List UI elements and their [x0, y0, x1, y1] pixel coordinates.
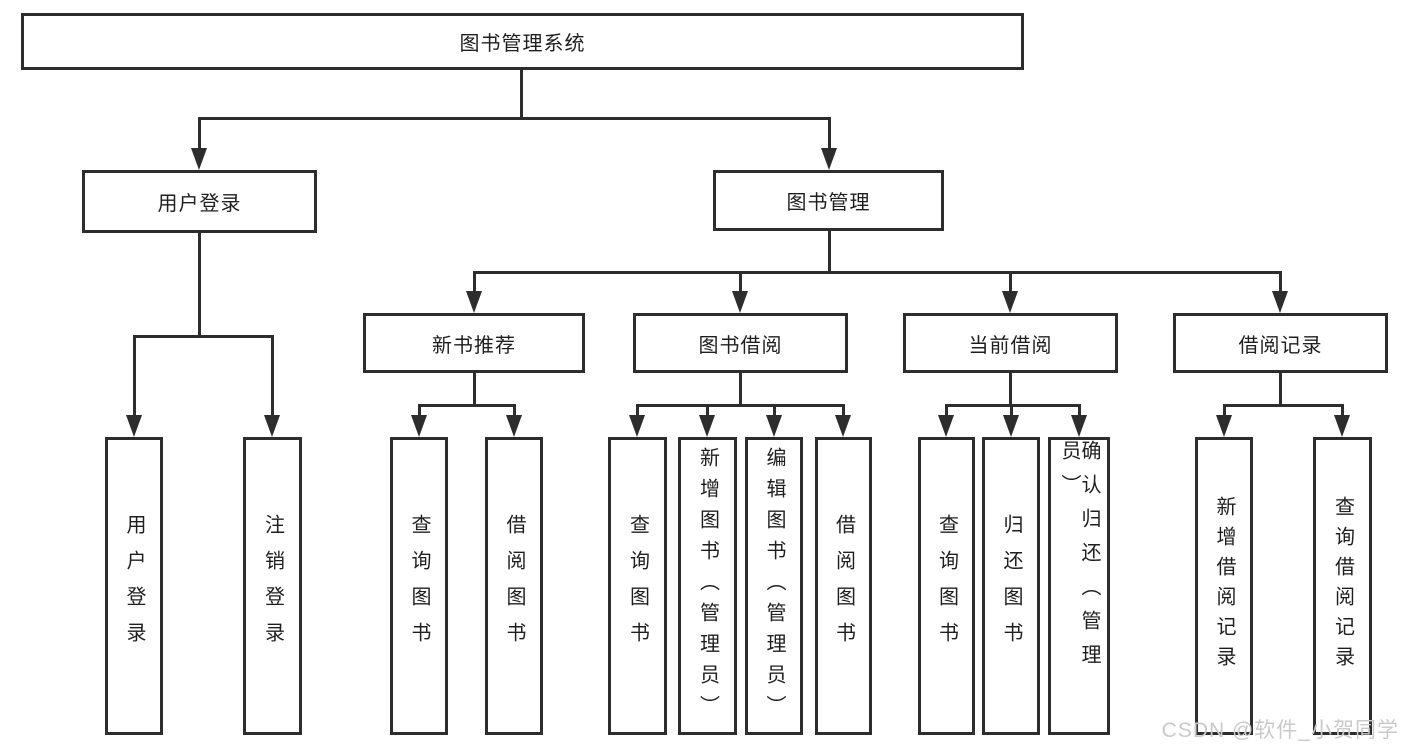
arrow-down-icon: [411, 415, 427, 437]
leaf-edit-books-admin: 编辑图书（管理员）: [745, 437, 803, 735]
leaf-borrow-books: 借阅图书: [815, 437, 872, 735]
connector-book-borrow-rail: [636, 404, 845, 407]
node-label: 用户登录: [157, 193, 242, 215]
connector-drop: [828, 117, 831, 151]
arrow-down-icon: [821, 148, 837, 170]
connector-drop: [945, 404, 948, 418]
connector-root-trunk: [520, 69, 523, 119]
node-book-management: 图书管理: [713, 170, 944, 231]
leaf-label: 查询图书: [935, 514, 958, 658]
connector-drop: [1078, 404, 1081, 418]
connector-drop: [418, 404, 421, 418]
connector-drop: [513, 404, 516, 418]
leaf-user-login: 用户登录: [105, 437, 163, 735]
connector-new-book-rail: [418, 404, 516, 407]
connector-drop: [271, 335, 274, 417]
leaf-label: 归还图书: [1000, 514, 1022, 658]
connector-drop: [1279, 271, 1282, 294]
connector-new-book-trunk: [473, 373, 476, 406]
connector-drop: [636, 404, 639, 418]
connector-borrow-record-trunk: [1279, 373, 1282, 406]
connector-borrow-record-rail: [1223, 404, 1344, 407]
node-book-borrowing: 图书借阅: [633, 313, 848, 373]
connector-level3-rail: [473, 271, 1282, 274]
arrow-down-icon: [835, 415, 851, 437]
leaf-label: 借阅图书: [503, 514, 525, 658]
arrow-down-icon: [191, 148, 207, 170]
node-label: 新书推荐: [432, 334, 516, 357]
leaf-label: 新增图书（管理员）: [696, 446, 719, 726]
leaf-return-books: 归还图书: [982, 437, 1040, 735]
connector-drop: [1341, 404, 1344, 418]
node-label: 当前借阅: [968, 334, 1053, 357]
connector-book-borrow-trunk: [739, 373, 742, 406]
leaf-query-books-recommend: 查询图书: [390, 437, 448, 735]
leaf-label: 用户登录: [123, 514, 145, 658]
leaf-label: 注销登录: [261, 514, 284, 658]
arrow-down-icon: [732, 291, 748, 313]
node-label: 图书管理: [786, 192, 871, 214]
leaf-confirm-return-admin: 确认归还（管理员）: [1048, 437, 1110, 735]
node-library-management-system: 图书管理系统: [21, 13, 1024, 70]
connector-drop: [198, 117, 201, 151]
connector-level2-rail: [198, 117, 831, 120]
connector-drop: [1010, 404, 1013, 418]
leaf-label: 查询图书: [626, 514, 649, 658]
leaf-add-books-admin: 新增图书（管理员）: [678, 437, 737, 735]
arrow-down-icon: [1272, 291, 1288, 313]
leaf-logout: 注销登录: [243, 437, 302, 735]
connector-drop: [706, 404, 709, 418]
arrow-down-icon: [264, 415, 280, 437]
connector-user-login-trunk: [198, 233, 201, 337]
connector-user-login-rail: [133, 335, 274, 338]
arrow-down-icon: [629, 415, 645, 437]
leaf-add-borrow-record: 新增借阅记录: [1195, 437, 1253, 735]
arrow-down-icon: [126, 415, 142, 437]
connector-drop: [739, 271, 742, 294]
node-borrowing-records: 借阅记录: [1173, 313, 1388, 373]
leaf-label: 借阅图书: [832, 514, 855, 658]
node-label: 借阅记录: [1238, 334, 1323, 357]
connector-drop: [773, 404, 776, 418]
arrow-down-icon: [1071, 415, 1087, 437]
arrow-down-icon: [506, 415, 522, 437]
connector-current-borrow-rail: [945, 404, 1081, 407]
connector-drop: [473, 271, 476, 294]
arrow-down-icon: [1216, 415, 1232, 437]
arrow-down-icon: [1003, 415, 1019, 437]
arrow-down-icon: [766, 415, 782, 437]
node-new-book-recommendation: 新书推荐: [363, 313, 585, 373]
node-current-borrowing: 当前借阅: [903, 313, 1118, 373]
leaf-query-books-current: 查询图书: [918, 437, 975, 735]
node-user-login: 用户登录: [82, 170, 317, 233]
leaf-label: 查询图书: [408, 514, 430, 658]
leaf-label: 查询借阅记录: [1331, 496, 1354, 676]
leaf-query-borrow-record: 查询借阅记录: [1313, 437, 1372, 735]
arrow-down-icon: [1002, 291, 1018, 313]
leaf-query-books-borrow: 查询图书: [608, 437, 667, 735]
connector-drop: [133, 335, 136, 417]
connector-drop: [842, 404, 845, 418]
arrow-down-icon: [1334, 415, 1350, 437]
connector-drop: [1223, 404, 1226, 418]
node-label: 图书管理系统: [459, 33, 586, 55]
node-label: 图书借阅: [698, 334, 783, 357]
leaf-label: 确认归还（管理员）: [1058, 440, 1100, 678]
leaf-borrow-books-recommend: 借阅图书: [485, 437, 543, 735]
connector-current-borrow-trunk: [1009, 373, 1012, 406]
csdn-watermark: CSDN @软件_小贺同学: [1161, 719, 1399, 742]
connector-book-mgmt-trunk: [828, 231, 831, 273]
connector-drop: [1009, 271, 1012, 294]
leaf-label: 新增借阅记录: [1213, 496, 1235, 676]
arrow-down-icon: [466, 291, 482, 313]
leaf-label: 编辑图书（管理员）: [763, 446, 785, 726]
arrow-down-icon: [938, 415, 954, 437]
arrow-down-icon: [699, 415, 715, 437]
